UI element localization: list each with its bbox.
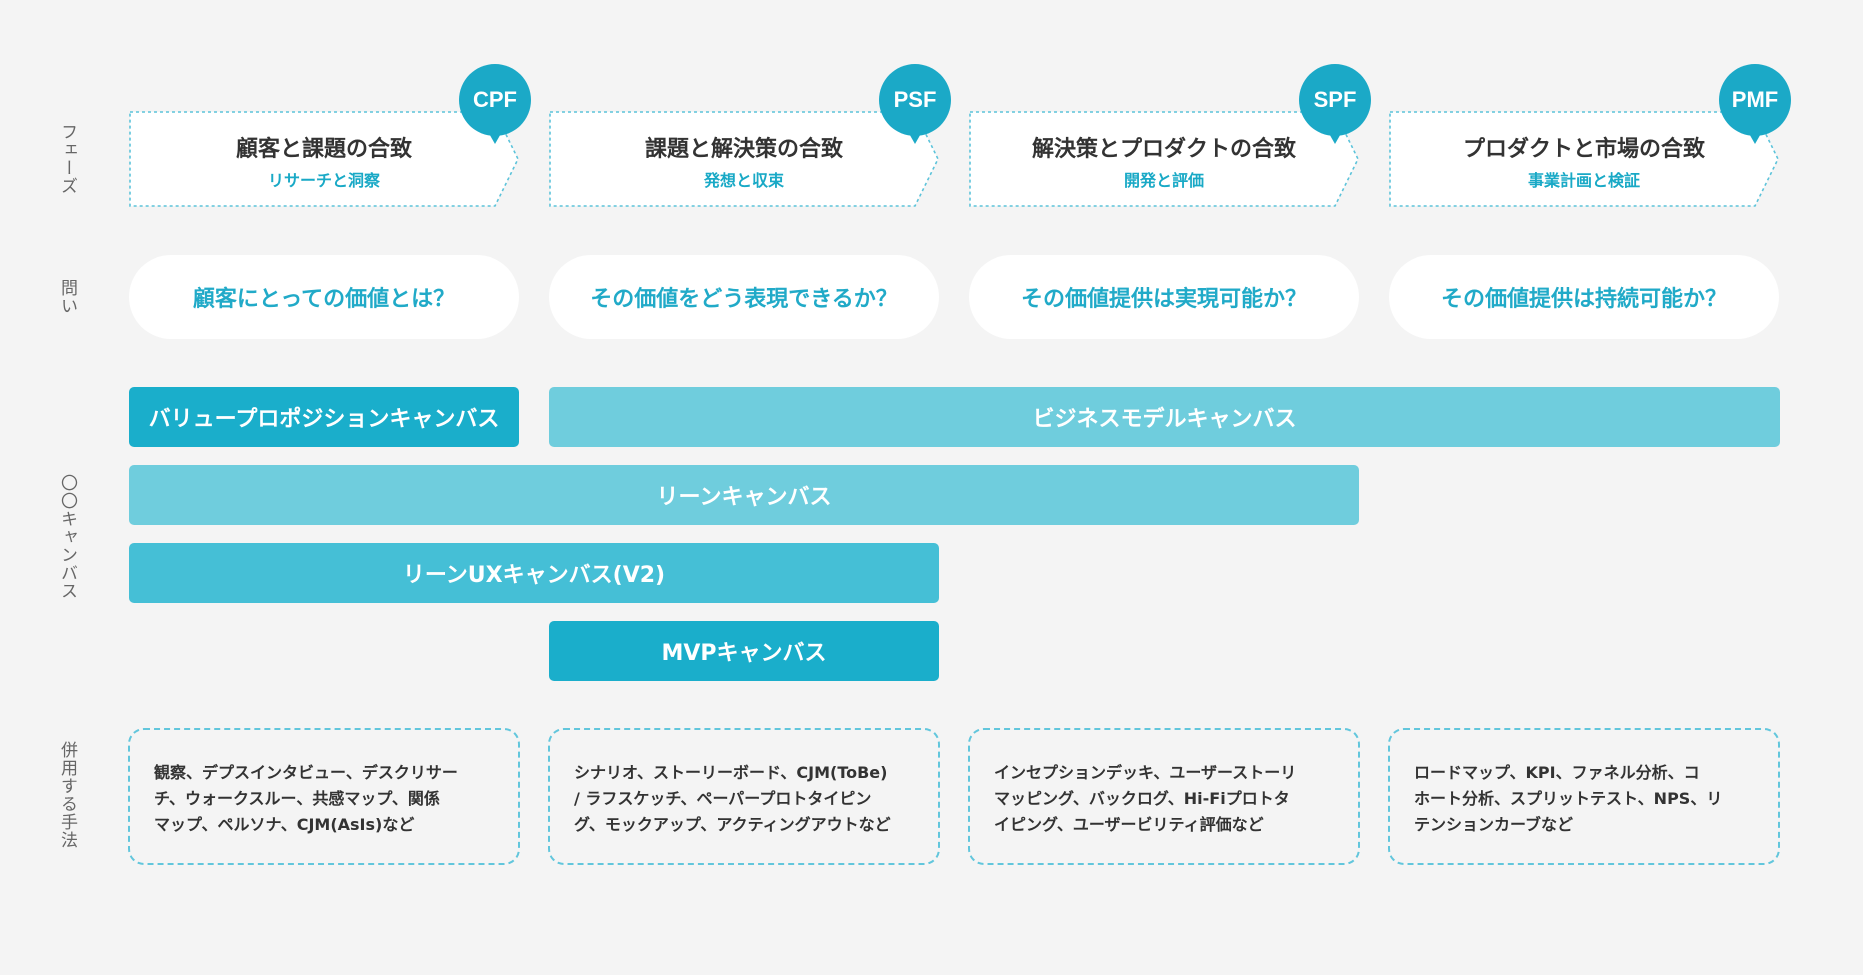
method-line: イピング、ユーザービリティ評価など xyxy=(994,815,1264,834)
phase-subtitle: リサーチと洞察 xyxy=(267,171,380,190)
map-pin-icon xyxy=(1719,64,1791,144)
map-pin-icon xyxy=(459,64,531,144)
method-line: マップ、ペルソナ、CJM(AsIs)など xyxy=(154,815,415,834)
method-line: ホート分析、スプリットテスト、NPS、リ xyxy=(1414,789,1723,808)
question-pmf: その価値提供は持続可能か？ xyxy=(1389,255,1779,339)
methods-box-psf: シナリオ、ストーリーボード、CJM(ToBe) / ラフスケッチ、ペーパープロト… xyxy=(548,728,940,865)
phase-arrow-shape xyxy=(969,111,1359,207)
row-label-canvas: 〇〇キャンバス xyxy=(57,474,77,600)
badge-spf: SPF xyxy=(1299,64,1371,150)
badge-psf: PSF xyxy=(879,64,951,150)
question-spf: その価値提供は実現可能か？ xyxy=(969,255,1359,339)
methods-box-spf: インセプションデッキ、ユーザーストーリ マッピング、バックログ、Hi-Fiプロト… xyxy=(968,728,1360,865)
badge-label: SPF xyxy=(1313,87,1357,112)
row-label-question: 問い xyxy=(57,279,77,315)
phase-arrow-shape xyxy=(129,111,519,207)
phase-subtitle: 発想と収束 xyxy=(703,171,784,190)
map-pin-icon xyxy=(1299,64,1371,144)
row-label-methods: 併用する手法 xyxy=(57,741,77,849)
value-proposition-canvas-bar: バリュープロポジションキャンバス xyxy=(129,387,519,447)
phase-title: 課題と解決策の合致 xyxy=(644,137,843,162)
phase-arrow-shape xyxy=(549,111,939,207)
method-line: 観察、デプスインタビュー、デスクリサー xyxy=(154,763,458,782)
phase-cpf: 顧客と課題の合致 リサーチと洞察 xyxy=(129,111,519,207)
phase-title: 解決策とプロダクトの合致 xyxy=(1031,137,1296,162)
lean-ux-canvas-bar: リーンUXキャンバス(V2) xyxy=(129,543,939,603)
phase-subtitle: 開発と評価 xyxy=(1123,171,1204,190)
methods-box-pmf: ロードマップ、KPI、ファネル分析、コ ホート分析、スプリットテスト、NPS、リ… xyxy=(1388,728,1780,865)
row-label-phase: フェーズ xyxy=(57,123,77,195)
phase-pmf: プロダクトと市場の合致 事業計画と検証 xyxy=(1389,111,1779,207)
badge-pmf: PMF xyxy=(1719,64,1791,150)
method-line: グ、モックアップ、アクティングアウトなど xyxy=(574,815,891,834)
badge-label: PSF xyxy=(893,87,937,112)
method-line: / ラフスケッチ、ペーパープロトタイピン xyxy=(574,789,872,808)
methods-box-cpf: 観察、デプスインタビュー、デスクリサー チ、ウォークスルー、共感マップ、関係 マ… xyxy=(128,728,520,865)
phase-title: プロダクトと市場の合致 xyxy=(1462,137,1705,162)
phase-arrow-shape xyxy=(1389,111,1779,207)
lean-canvas-bar: リーンキャンバス xyxy=(129,465,1359,525)
badge-label: CPF xyxy=(473,87,517,112)
badge-label: PMF xyxy=(1731,87,1779,112)
map-pin-icon xyxy=(879,64,951,144)
question-cpf: 顧客にとっての価値とは？ xyxy=(129,255,519,339)
phase-psf: 課題と解決策の合致 発想と収束 xyxy=(549,111,939,207)
method-line: シナリオ、ストーリーボード、CJM(ToBe) xyxy=(574,763,888,782)
method-line: テンションカーブなど xyxy=(1414,815,1574,834)
method-line: インセプションデッキ、ユーザーストーリ xyxy=(994,763,1297,782)
business-model-canvas-bar: ビジネスモデルキャンバス xyxy=(549,387,1780,447)
phase-subtitle: 事業計画と検証 xyxy=(1527,171,1640,190)
phase-spf: 解決策とプロダクトの合致 開発と評価 xyxy=(969,111,1359,207)
badge-cpf: CPF xyxy=(459,64,531,150)
method-line: チ、ウォークスルー、共感マップ、関係 xyxy=(154,789,440,808)
question-psf: その価値をどう表現できるか？ xyxy=(549,255,939,339)
method-line: ロードマップ、KPI、ファネル分析、コ xyxy=(1414,763,1700,782)
phase-title: 顧客と課題の合致 xyxy=(235,137,412,162)
method-line: マッピング、バックログ、Hi-Fiプロトタ xyxy=(994,789,1290,808)
mvp-canvas-bar: MVPキャンバス xyxy=(549,621,939,681)
